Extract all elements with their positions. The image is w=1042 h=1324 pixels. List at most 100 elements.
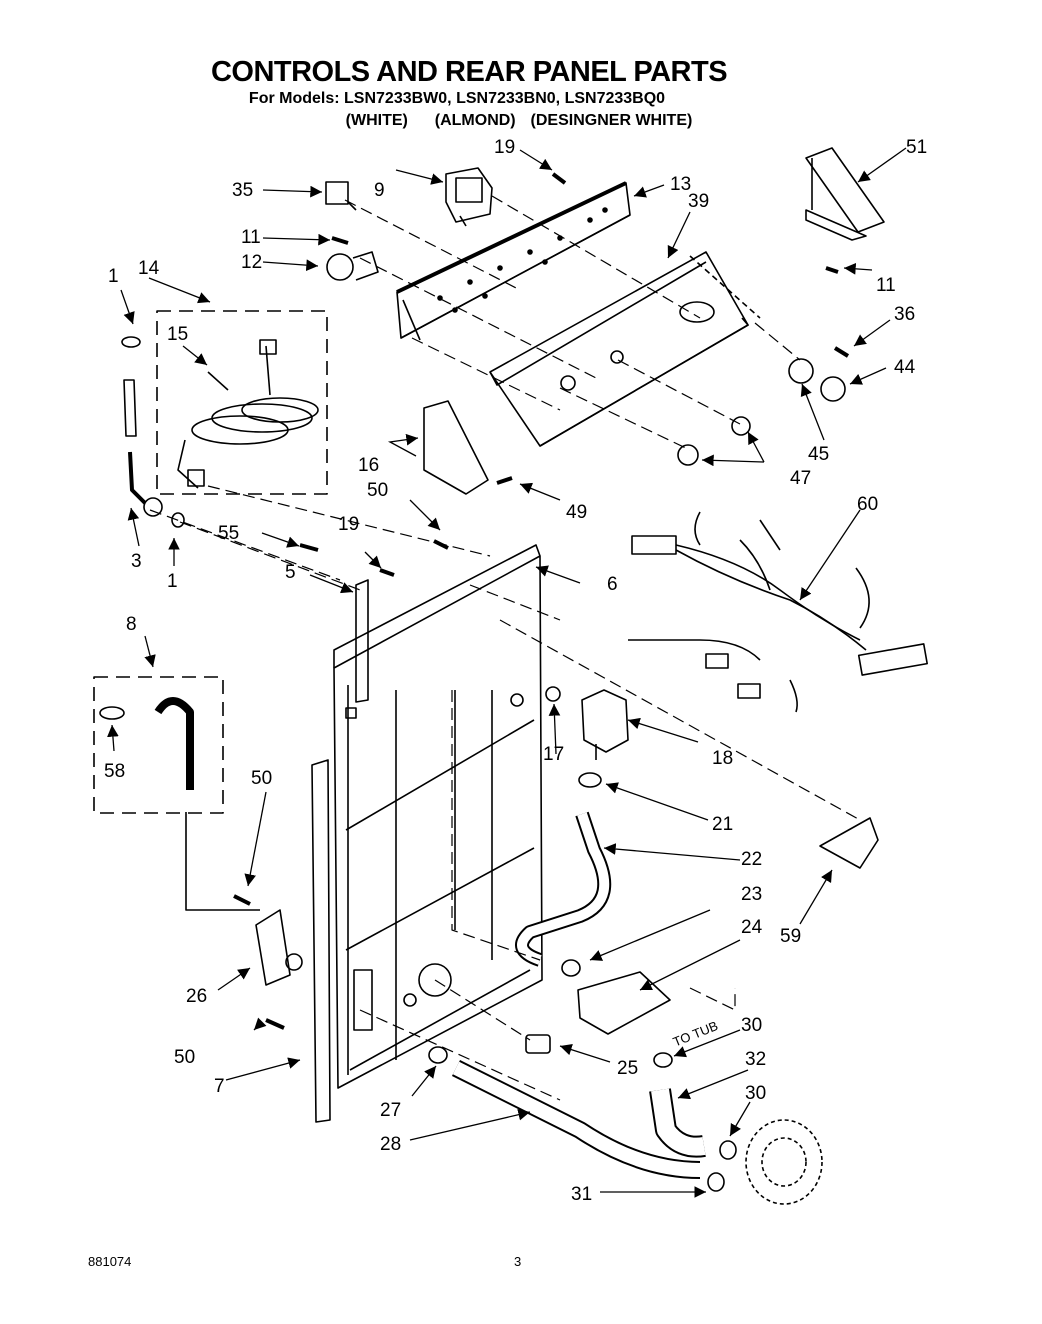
screw-11 bbox=[331, 236, 349, 245]
callout-30b: 30 bbox=[745, 1083, 766, 1104]
callout-7: 7 bbox=[214, 1076, 225, 1097]
rear-panel bbox=[333, 544, 543, 1089]
screw-19b bbox=[379, 568, 395, 577]
callout-17: 17 bbox=[543, 744, 564, 765]
callout-51: 51 bbox=[906, 137, 927, 158]
callout-45: 45 bbox=[808, 444, 829, 465]
pump-bracket bbox=[255, 909, 291, 986]
drain-kit-box bbox=[93, 676, 224, 814]
drain-hose bbox=[154, 697, 194, 790]
callout-24: 24 bbox=[741, 917, 763, 938]
washer-1 bbox=[121, 336, 141, 348]
callout-36: 36 bbox=[894, 304, 915, 325]
timer-part bbox=[445, 167, 493, 227]
callout-50c: 50 bbox=[174, 1047, 195, 1068]
callout-14: 14 bbox=[138, 258, 160, 279]
side-strip bbox=[311, 759, 331, 1123]
screw-55 bbox=[299, 543, 319, 552]
clamp-30b bbox=[719, 1140, 737, 1160]
power-cord bbox=[177, 339, 319, 489]
callout-59: 59 bbox=[780, 926, 801, 947]
callout-1a: 1 bbox=[108, 266, 119, 287]
color-white: (WHITE) bbox=[345, 112, 408, 129]
screw-49 bbox=[496, 476, 513, 485]
callout-9: 9 bbox=[374, 180, 385, 201]
callout-25: 25 bbox=[617, 1058, 638, 1079]
bracket-part bbox=[805, 147, 885, 241]
control-panel bbox=[489, 251, 761, 447]
callout-15: 15 bbox=[167, 324, 188, 345]
model-list: For Models: LSN7233BW0, LSN7233BN0, LSN7… bbox=[248, 90, 666, 107]
callout-19a: 19 bbox=[494, 137, 515, 158]
clamp-31 bbox=[707, 1172, 725, 1192]
cover-part bbox=[423, 400, 489, 495]
callout-47: 47 bbox=[790, 468, 811, 489]
knob-47a bbox=[731, 416, 751, 436]
knob-47b bbox=[677, 444, 699, 466]
callout-18: 18 bbox=[712, 748, 733, 769]
color-designer-white: (DESINGNER WHITE) bbox=[530, 112, 693, 129]
callout-1b: 1 bbox=[167, 571, 178, 592]
callout-5: 5 bbox=[285, 562, 296, 583]
page-number: 3 bbox=[514, 1254, 522, 1269]
washer-1b bbox=[171, 512, 185, 528]
callout-16: 16 bbox=[358, 455, 379, 476]
callout-21: 21 bbox=[712, 814, 733, 835]
callout-23: 23 bbox=[741, 884, 762, 905]
callout-27: 27 bbox=[380, 1100, 401, 1121]
callout-28: 28 bbox=[380, 1134, 401, 1155]
to-tub-note: TO TUB bbox=[671, 1018, 720, 1050]
nut-17 bbox=[545, 686, 561, 702]
inlet-hose bbox=[123, 379, 137, 437]
clamp-23 bbox=[561, 959, 581, 977]
callout-60: 60 bbox=[857, 494, 878, 515]
callout-49: 49 bbox=[566, 502, 587, 523]
callout-55: 55 bbox=[218, 523, 239, 544]
callout-39: 39 bbox=[688, 191, 709, 212]
page-title: CONTROLS AND REAR PANEL PARTS bbox=[210, 56, 728, 88]
clamp-30 bbox=[653, 1052, 673, 1068]
screw-36 bbox=[833, 346, 850, 358]
water-valve bbox=[581, 689, 629, 760]
callout-13: 13 bbox=[670, 174, 691, 195]
callout-22: 22 bbox=[741, 849, 762, 870]
screw-50c bbox=[265, 1018, 285, 1030]
screw-19 bbox=[551, 172, 567, 185]
pressure-switch bbox=[326, 251, 379, 281]
clip-15 bbox=[207, 371, 229, 391]
bracket-5 bbox=[355, 579, 369, 703]
clamp-21 bbox=[578, 772, 602, 788]
callout-50b: 50 bbox=[251, 768, 272, 789]
callout-44: 44 bbox=[894, 357, 916, 378]
document-number: 881074 bbox=[88, 1254, 132, 1269]
callout-35: 35 bbox=[232, 180, 253, 201]
wire-harness bbox=[628, 511, 928, 713]
knob-44 bbox=[820, 376, 846, 402]
callout-58: 58 bbox=[104, 761, 125, 782]
callout-32: 32 bbox=[745, 1049, 766, 1070]
callout-11a: 11 bbox=[241, 227, 261, 248]
callout-19b: 19 bbox=[338, 514, 359, 535]
callout-30a: 30 bbox=[741, 1015, 762, 1036]
screw-50b bbox=[233, 894, 251, 906]
pump bbox=[745, 1119, 823, 1205]
shield-59 bbox=[819, 817, 879, 869]
callout-6: 6 bbox=[607, 574, 618, 595]
clamp-58 bbox=[99, 706, 125, 720]
callout-11b: 11 bbox=[876, 275, 896, 296]
callout-12: 12 bbox=[241, 252, 262, 273]
color-variants: (WHITE) (ALMOND) (DESINGNER WHITE) bbox=[0, 112, 1040, 130]
screw-11b bbox=[825, 266, 839, 274]
knob-45 bbox=[788, 358, 814, 384]
control-bracket bbox=[396, 181, 631, 341]
callout-3: 3 bbox=[131, 551, 142, 572]
callout-50a: 50 bbox=[367, 480, 388, 501]
clamp-27 bbox=[428, 1046, 448, 1064]
color-almond: (ALMOND) bbox=[434, 112, 516, 129]
knob-part bbox=[325, 181, 349, 205]
callout-31: 31 bbox=[571, 1184, 592, 1205]
part-25 bbox=[525, 1034, 551, 1054]
callout-26: 26 bbox=[186, 986, 207, 1007]
callout-8: 8 bbox=[126, 614, 137, 635]
